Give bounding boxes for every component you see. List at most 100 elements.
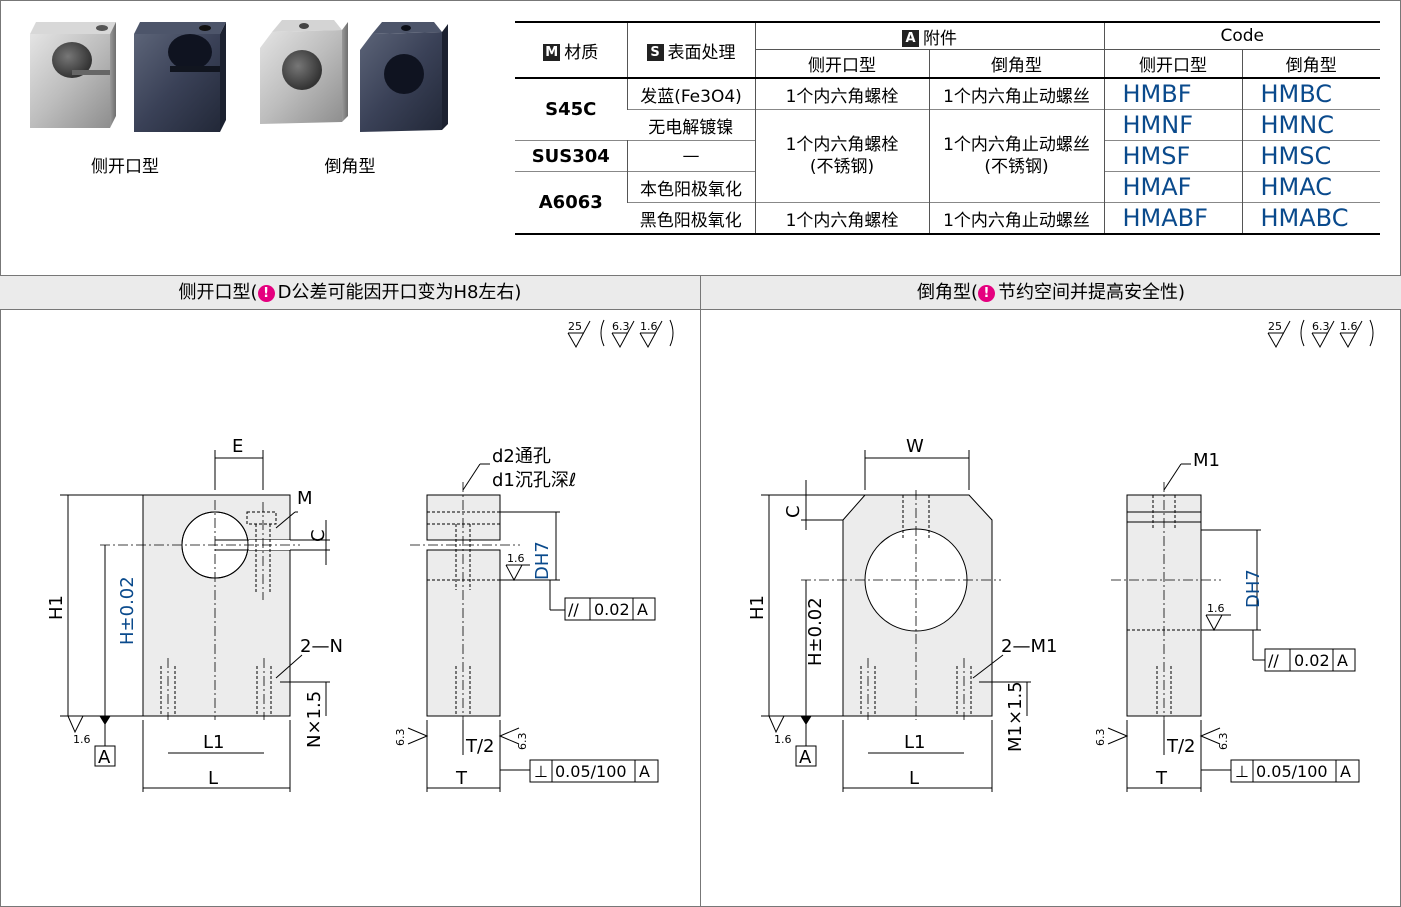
svg-text:6.3: 6.3 [612,320,630,333]
code-link[interactable]: HMAC [1241,171,1380,203]
svg-text:A: A [98,747,111,768]
warning-icon: ! [257,285,275,302]
section-divider [700,275,701,907]
code-link[interactable]: HMABF [1103,202,1242,234]
header-code-chamfer: 倒角型 [1241,49,1380,78]
svg-text:d1沉孔深ℓ: d1沉孔深ℓ [492,470,576,491]
svg-text:T: T [1155,768,1168,789]
svg-text:A: A [1337,651,1348,670]
svg-text:H1: H1 [747,595,768,620]
svg-text:H1: H1 [46,595,67,620]
svg-text:E: E [232,436,243,457]
product-photos [30,20,448,132]
header-acc-side: 侧开口型 [754,49,929,78]
table-row: S45C 发蓝(Fe3O4) 1个内六角螺栓 1个内六角止动螺丝 HMBF HM… [515,78,1380,120]
svg-text:H±0.02: H±0.02 [117,576,138,645]
svg-text:6.3: 6.3 [516,733,529,751]
svg-text:1.6: 1.6 [774,733,792,746]
svg-text:6.3: 6.3 [394,729,407,747]
material-icon: M [543,43,561,61]
svg-text://: // [568,600,579,619]
code-link[interactable]: HMBC [1241,78,1380,110]
surface-cell: 黑色阳极氧化 [639,210,742,231]
code-link[interactable]: HMNF [1103,109,1242,141]
svg-text:1.6: 1.6 [640,320,658,333]
roughness-symbol-left: 25 6.3 1.6 [567,319,674,349]
svg-text:1.6: 1.6 [1207,602,1225,615]
acc-chamfer-cell: 1个内六角止动螺丝 [928,78,1104,110]
drawing-chamfer: W C H1 H±0.02 2—M1 M1×1.5 L1 L A 1.6 [747,436,1360,792]
svg-text:A: A [799,747,812,768]
svg-text:2—N: 2—N [300,636,343,657]
acc-chamfer-cell: 1个内六角止动螺丝 [928,202,1104,234]
code-link[interactable]: HMABC [1241,202,1380,234]
svg-text:⊥: ⊥ [534,762,548,781]
material-cell: S45C [545,99,597,120]
svg-text:M1×1.5: M1×1.5 [1005,681,1026,752]
material-cell: A6063 [538,192,603,213]
table-row: SUS304 — HMSF HMSC [515,140,1380,172]
svg-text:C: C [783,505,804,518]
svg-text:0.05/100: 0.05/100 [555,762,627,781]
svg-text:L: L [208,768,218,789]
warning-icon: ! [978,285,995,302]
photo-side-steel [30,22,116,128]
svg-text:25: 25 [1268,320,1282,333]
section-title-chamfer: 倒角型(!节约空间并提高安全性) [701,275,1401,310]
svg-text://: // [1268,651,1279,670]
svg-text:6.3: 6.3 [1312,320,1330,333]
photo-chamfer-steel [260,20,348,124]
svg-text:DH7: DH7 [1243,569,1264,608]
roughness-symbol-right: 25 6.3 1.6 [1267,319,1374,349]
svg-text:L1: L1 [203,732,224,753]
svg-text:⊥: ⊥ [1235,762,1249,781]
acc-chamfer-cell: 1个内六角止动螺丝(不锈钢) [928,109,1104,203]
svg-text:M1: M1 [1193,450,1220,471]
svg-text:25: 25 [568,320,582,333]
svg-text:1.6: 1.6 [73,733,91,746]
photo-caption-chamfer: 倒角型 [324,157,376,177]
table-row: 无电解镀镍 1个内六角螺栓(不锈钢) 1个内六角止动螺丝(不锈钢) HMNF H… [515,109,1380,203]
header-acc-chamfer: 倒角型 [928,49,1104,78]
svg-text:T: T [455,768,468,789]
surface-icon: S [646,43,664,61]
table-row: 黑色阳极氧化 1个内六角螺栓 1个内六角止动螺丝 HMABF HMABC [515,202,1380,234]
svg-text:N×1.5: N×1.5 [304,691,325,748]
svg-text:W: W [906,436,924,457]
svg-text:T/2: T/2 [1166,736,1196,757]
acc-side-cell: 1个内六角螺栓 [754,202,929,234]
svg-text:0.02: 0.02 [594,600,630,619]
svg-text:6.3: 6.3 [1094,729,1107,747]
section-title-side: 侧开口型(!D公差可能因开口变为H8左右) [0,275,700,310]
material-cell: SUS304 [531,145,610,167]
svg-text:0.02: 0.02 [1294,651,1330,670]
surface-cell: 发蓝(Fe3O4) [626,78,755,110]
surface-cell: — [626,140,755,172]
svg-text:M: M [297,488,313,509]
surface-cell: 本色阳极氧化 [626,171,755,203]
svg-text:T/2: T/2 [465,736,495,757]
surface-cell: 无电解镀镍 [648,117,734,138]
code-link[interactable]: HMSC [1241,140,1380,172]
svg-text:L: L [909,768,919,789]
svg-text:d2通孔: d2通孔 [492,446,551,467]
svg-text:DH7: DH7 [532,541,553,580]
acc-side-cell: 1个内六角螺栓(不锈钢) [754,109,929,203]
code-link[interactable]: HMBF [1103,78,1242,110]
svg-text:A: A [639,762,650,781]
svg-text:0.05/100: 0.05/100 [1256,762,1328,781]
drawing-side-open: E M C H1 H±0.02 2—N N×1.5 L1 L A 1.6 [46,436,659,792]
code-link[interactable]: HMAF [1103,171,1242,203]
svg-text:1.6: 1.6 [507,552,525,565]
photo-caption-side: 侧开口型 [91,157,159,177]
code-link[interactable]: HMNC [1241,109,1380,141]
header-code: Code [1103,22,1380,50]
header-code-side: 侧开口型 [1103,49,1242,78]
code-link[interactable]: HMSF [1103,140,1242,172]
svg-text:A: A [1340,762,1351,781]
svg-text:A: A [637,600,648,619]
